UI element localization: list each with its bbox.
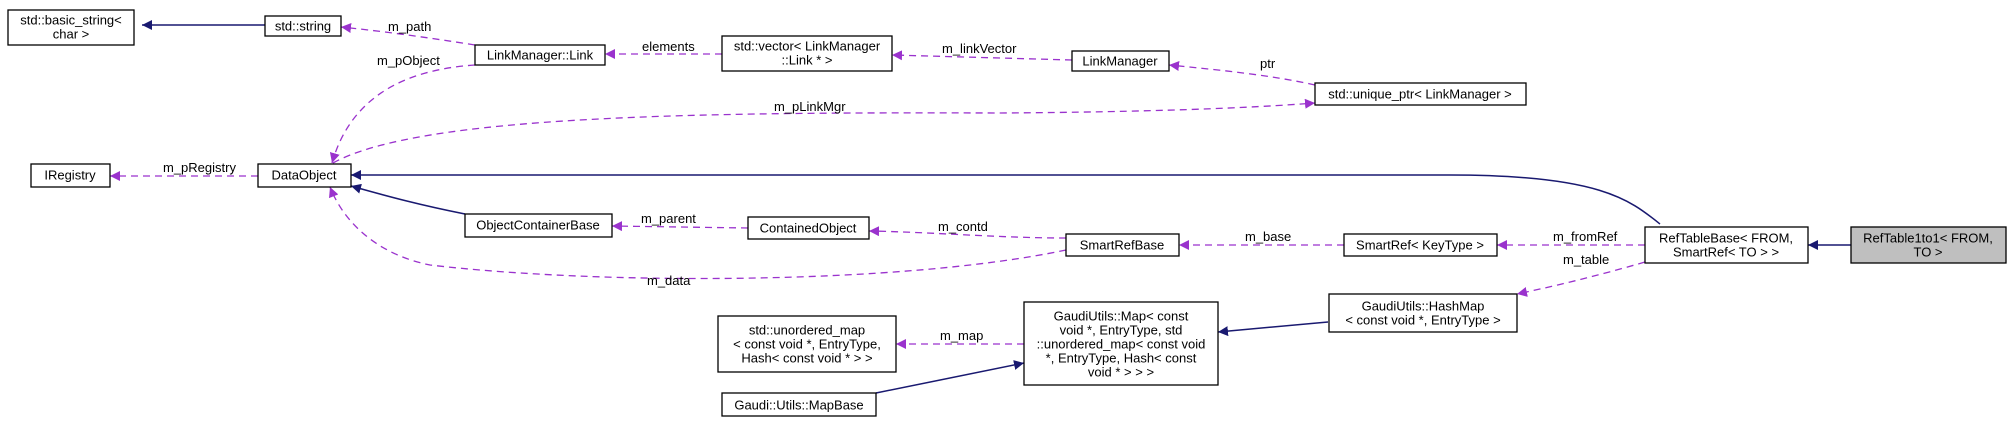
node-smartref[interactable]: SmartRef< KeyType > [1343, 233, 1498, 257]
node-label-line: char > [53, 27, 90, 42]
node-label-line: GaudiUtils::HashMap [1362, 299, 1485, 314]
node-label-line: std::vector< LinkManager [734, 39, 881, 54]
svg-text:SmartRefBase: SmartRefBase [1080, 238, 1165, 253]
svg-text:GaudiUtils::HashMap< const voi: GaudiUtils::HashMap< const void *, Entry… [1345, 299, 1500, 328]
svg-text:DataObject: DataObject [271, 168, 336, 183]
label-ptr: ptr [1260, 56, 1276, 71]
node-hashmap[interactable]: GaudiUtils::HashMap< const void *, Entry… [1328, 293, 1518, 333]
node-label-line: ::Link * > [782, 53, 833, 68]
node-unique-ptr[interactable]: std::unique_ptr< LinkManager > [1314, 82, 1527, 106]
node-label-line: std::unordered_map [749, 323, 865, 338]
svg-text:IRegistry: IRegistry [44, 168, 96, 183]
node-label-line: SmartRef< TO > > [1673, 245, 1779, 260]
node-linkmanager-link[interactable]: LinkManager::Link [474, 44, 606, 66]
node-label-line: Hash< const void * > > [741, 351, 872, 366]
node-iregistry[interactable]: IRegistry [30, 163, 111, 188]
edge-mapbase-gmap [875, 360, 1025, 394]
node-label-line: SmartRefBase [1080, 238, 1165, 253]
svg-text:RefTableBase< FROM,SmartRef< T: RefTableBase< FROM,SmartRef< TO > > [1659, 231, 1793, 260]
node-label-line: void *, EntryType, std [1060, 323, 1183, 338]
label-m-pregistry: m_pRegistry [163, 160, 236, 175]
node-label-line: std::string [275, 19, 331, 34]
node-reftablebase[interactable]: RefTableBase< FROM,SmartRef< TO > > [1644, 226, 1809, 264]
edge-dataobject-uniqueptr [332, 98, 1316, 164]
node-label-line: SmartRef< KeyType > [1356, 238, 1484, 253]
svg-text:std::unordered_map< const void: std::unordered_map< const void *, EntryT… [733, 323, 881, 366]
label-m-plinkmgr: m_pLinkMgr [774, 99, 846, 114]
node-label-line: std::basic_string< [20, 13, 122, 28]
svg-text:std::string: std::string [275, 19, 331, 34]
label-m-parent: m_parent [641, 211, 696, 226]
node-label-line: < const void *, EntryType, [733, 337, 881, 352]
node-label-line: ContainedObject [760, 221, 857, 236]
label-m-path: m_path [388, 19, 431, 34]
node-label-line: TO > [1913, 245, 1942, 260]
label-m-base: m_base [1245, 229, 1291, 244]
edge-gmap-hashmap [1217, 321, 1329, 337]
label-elements: elements [642, 39, 695, 54]
node-objectcontainerbase[interactable]: ObjectContainerBase [464, 213, 613, 238]
node-vector[interactable]: std::vector< LinkManager::Link * > [721, 35, 893, 72]
node-label-line: < const void *, EntryType > [1345, 313, 1500, 328]
label-m-contd: m_contd [938, 219, 988, 234]
node-reftable1to1[interactable]: RefTable1to1< FROM,TO > [1850, 226, 2007, 264]
node-label-line: void * > > > [1088, 365, 1154, 380]
node-label-line: LinkManager [1082, 54, 1158, 69]
node-linkmanager[interactable]: LinkManager [1071, 50, 1170, 72]
edge-smartrefbase-dataobject [329, 186, 1067, 280]
label-m-linkvector: m_linkVector [942, 41, 1017, 56]
node-label-line: ObjectContainerBase [476, 218, 600, 233]
label-m-map: m_map [940, 328, 983, 343]
edge-reftablebase-hashmap [1516, 261, 1646, 297]
label-m-data: m_data [647, 273, 691, 288]
edge-uniqueptr-linkmanager [1168, 60, 1316, 86]
edge-labels: m_path m_pObject elements m_linkVector p… [163, 19, 1618, 343]
edge-contained-ocb [611, 221, 749, 232]
node-unordered-map[interactable]: std::unordered_map< const void *, EntryT… [717, 315, 897, 373]
node-mapbase[interactable]: Gaudi::Utils::MapBase [721, 392, 877, 417]
node-dataobject[interactable]: DataObject [257, 163, 352, 188]
svg-text:std::basic_string<char >: std::basic_string<char > [20, 13, 122, 42]
node-label-line: LinkManager::Link [487, 48, 594, 63]
node-smartrefbase[interactable]: SmartRefBase [1065, 233, 1180, 257]
node-label-line: std::unique_ptr< LinkManager > [1328, 87, 1512, 102]
edge-smartrefbase-contained [868, 226, 1067, 239]
edge-reftablebase-dataobject [351, 170, 1661, 225]
node-containedobject[interactable]: ContainedObject [747, 216, 870, 240]
edge-linkmanager-vector [891, 50, 1073, 61]
label-m-pobject: m_pObject [377, 53, 440, 68]
inheritance-edges [142, 20, 1851, 394]
edge-link-string [340, 23, 476, 46]
label-m-table: m_table [1563, 252, 1609, 267]
edge-ocb-dataobject [350, 183, 466, 215]
svg-text:Gaudi::Utils::MapBase: Gaudi::Utils::MapBase [734, 398, 863, 413]
svg-text:SmartRef< KeyType >: SmartRef< KeyType > [1356, 238, 1484, 253]
node-label-line: RefTable1to1< FROM, [1863, 231, 1993, 246]
svg-text:std::unique_ptr< LinkManager >: std::unique_ptr< LinkManager > [1328, 87, 1512, 102]
label-m-fromref: m_fromRef [1553, 229, 1618, 244]
svg-text:RefTable1to1< FROM,TO >: RefTable1to1< FROM,TO > [1863, 231, 1993, 260]
node-label-line: IRegistry [44, 168, 96, 183]
svg-text:std::vector< LinkManager::Link: std::vector< LinkManager::Link * > [734, 39, 881, 68]
svg-text:ObjectContainerBase: ObjectContainerBase [476, 218, 600, 233]
node-label-line: DataObject [271, 168, 336, 183]
node-basic-string[interactable]: std::basic_string<char > [7, 9, 135, 46]
svg-text:ContainedObject: ContainedObject [760, 221, 857, 236]
usage-edges [110, 23, 1646, 349]
svg-text:LinkManager: LinkManager [1082, 54, 1158, 69]
node-string[interactable]: std::string [264, 15, 342, 37]
node-label-line: GaudiUtils::Map< const [1054, 309, 1189, 324]
node-label-line: *, EntryType, Hash< const [1046, 351, 1197, 366]
node-label-line: ::unordered_map< const void [1037, 337, 1206, 352]
node-label-line: Gaudi::Utils::MapBase [734, 398, 863, 413]
edge-link-dataobject [329, 64, 476, 164]
node-label-line: RefTableBase< FROM, [1659, 231, 1793, 246]
svg-text:LinkManager::Link: LinkManager::Link [487, 48, 594, 63]
